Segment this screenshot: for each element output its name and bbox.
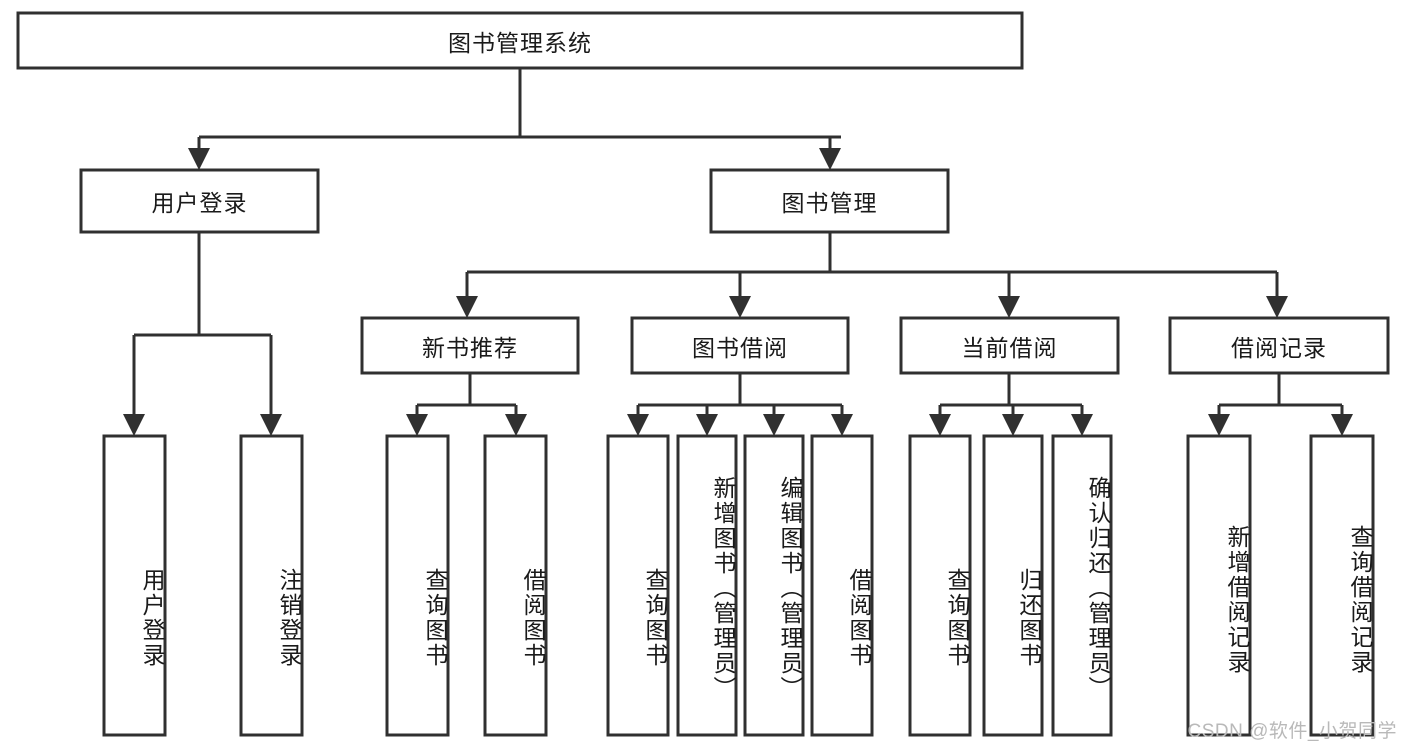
arrow-borrow-to-leaf2 bbox=[696, 414, 718, 436]
arrow-borrow-to-leaf4 bbox=[831, 414, 853, 436]
node-box-leaf-return-books[interactable] bbox=[982, 434, 1044, 737]
node-box-borrow-records[interactable] bbox=[1168, 316, 1390, 375]
node-box-leaf-user-login[interactable] bbox=[102, 434, 167, 737]
arrow-userlogin-to-leaf2 bbox=[260, 414, 282, 436]
arrow-bookmgmt-to-new-books bbox=[456, 296, 478, 318]
arrow-records-to-leaf2 bbox=[1331, 414, 1353, 436]
arrow-records-to-leaf1 bbox=[1208, 414, 1230, 436]
edge-group-user-login bbox=[123, 232, 282, 436]
node-box-book-borrow[interactable] bbox=[630, 316, 850, 375]
arrow-newbooks-to-leaf2 bbox=[505, 414, 527, 436]
node-box-leaf-query-borrow-record[interactable] bbox=[1309, 434, 1375, 737]
arrow-bookmgmt-to-current bbox=[998, 296, 1020, 318]
arrow-bookmgmt-to-borrow bbox=[729, 296, 751, 318]
edge-group-records bbox=[1208, 373, 1353, 436]
node-box-leaf-query-books-2[interactable] bbox=[606, 434, 670, 737]
node-box-leaf-confirm-return-admin[interactable] bbox=[1051, 434, 1113, 737]
node-box-leaf-add-book-admin[interactable] bbox=[676, 434, 738, 737]
node-box-leaf-add-borrow-record[interactable] bbox=[1186, 434, 1252, 737]
arrow-borrow-to-leaf3 bbox=[763, 414, 785, 436]
arrow-bookmgmt-to-records bbox=[1266, 296, 1288, 318]
edge-group-current-borrow bbox=[929, 373, 1093, 436]
arrow-current-to-leaf2 bbox=[1002, 414, 1024, 436]
node-box-user-login[interactable] bbox=[79, 168, 320, 234]
arrow-current-to-leaf1 bbox=[929, 414, 951, 436]
arrow-root-to-book-mgmt bbox=[819, 148, 841, 170]
edge-group-borrow bbox=[627, 373, 853, 436]
arrow-borrow-to-leaf1 bbox=[627, 414, 649, 436]
node-box-leaf-logout[interactable] bbox=[239, 434, 304, 737]
node-box-leaf-borrow-books-2[interactable] bbox=[810, 434, 874, 737]
arrow-current-to-leaf3 bbox=[1071, 414, 1093, 436]
arrow-root-to-user-login bbox=[188, 148, 210, 170]
arrow-userlogin-to-leaf1 bbox=[123, 414, 145, 436]
arrow-newbooks-to-leaf1 bbox=[406, 414, 428, 436]
node-box-leaf-borrow-books-1[interactable] bbox=[483, 434, 548, 737]
node-box-book-management[interactable] bbox=[709, 168, 950, 234]
edge-group-root bbox=[188, 68, 841, 170]
edge-group-new-books bbox=[406, 373, 527, 436]
node-box-leaf-edit-book-admin[interactable] bbox=[743, 434, 805, 737]
edge-group-book-mgmt bbox=[456, 232, 1288, 318]
node-box-root[interactable] bbox=[16, 11, 1024, 70]
node-box-leaf-query-books-1[interactable] bbox=[385, 434, 450, 737]
node-box-current-borrow[interactable] bbox=[899, 316, 1120, 375]
node-box-leaf-query-books-3[interactable] bbox=[908, 434, 972, 737]
node-box-new-book-recommend[interactable] bbox=[360, 316, 580, 375]
